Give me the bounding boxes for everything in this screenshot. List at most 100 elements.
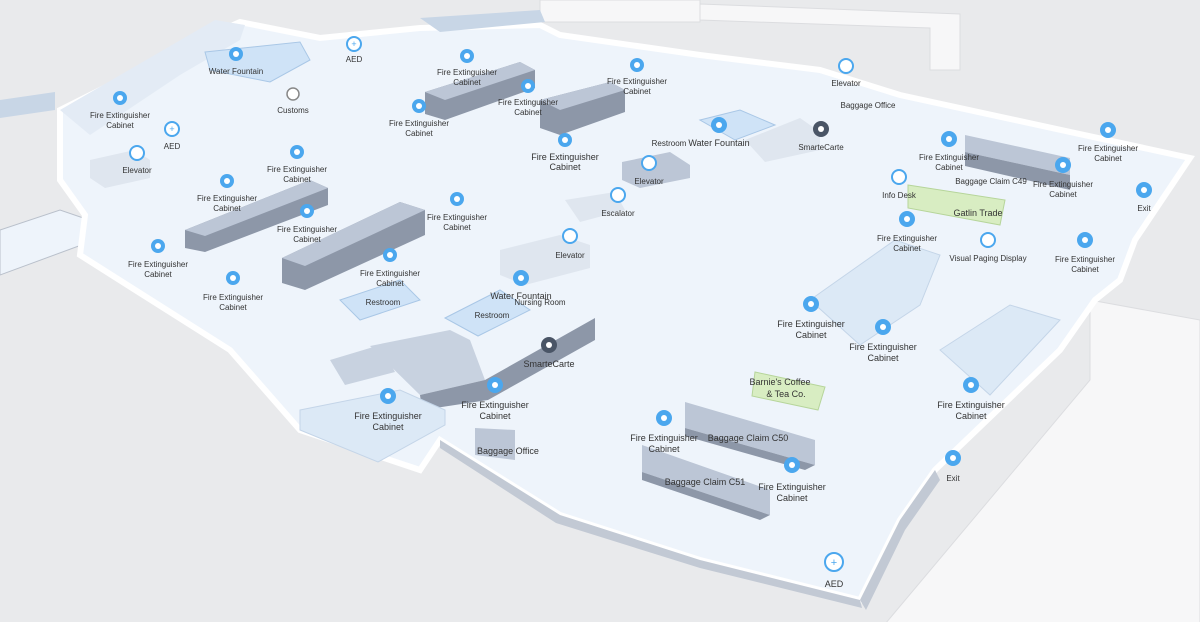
fec-label-15a: Fire Extinguisher bbox=[354, 411, 422, 421]
baggage-office-label: Baggage Office bbox=[477, 446, 539, 456]
fec-pin-23[interactable] bbox=[1100, 122, 1116, 138]
exit-pin-bottom[interactable] bbox=[945, 450, 961, 466]
elevator-pin-right[interactable] bbox=[838, 58, 854, 74]
restroom-label-2: Restroom bbox=[475, 311, 510, 320]
fec-pin-15[interactable] bbox=[380, 388, 396, 404]
smartecarte-pin[interactable] bbox=[541, 337, 557, 353]
fec-pin-12[interactable] bbox=[226, 271, 240, 285]
aed-pin-bottom[interactable]: + bbox=[824, 552, 844, 572]
smartecarte-label: SmarteCarte bbox=[523, 359, 574, 369]
fec-label-15b: Cabinet bbox=[372, 422, 404, 432]
water-fountain-mid-label: Water Fountain bbox=[688, 138, 749, 148]
barnies-label-1: Barnie's Coffee bbox=[749, 377, 810, 387]
fec-label-18a: Fire Extinguisher bbox=[777, 319, 845, 329]
customs-pin[interactable] bbox=[286, 87, 300, 101]
blocks bbox=[90, 62, 1070, 520]
fec-label-8a: Fire Extinguisher bbox=[197, 194, 257, 203]
aed-bottom-label: AED bbox=[825, 579, 844, 589]
fec-label-13a: Fire Extinguisher bbox=[360, 269, 420, 278]
fec-label-24a: Fire Extinguisher bbox=[1055, 255, 1115, 264]
fec-label-4b: Cabinet bbox=[405, 129, 433, 138]
aed-pin-left[interactable]: + bbox=[164, 121, 180, 137]
info-desk-label: Info Desk bbox=[882, 191, 917, 200]
customs-label: Customs bbox=[277, 106, 309, 115]
elevator-pin-center[interactable] bbox=[562, 228, 578, 244]
fec-pin-13[interactable] bbox=[383, 248, 397, 262]
floor-edge bbox=[860, 470, 940, 610]
fec-label-19b: Cabinet bbox=[867, 353, 899, 363]
nursing-room-label: Nursing Room bbox=[514, 298, 565, 307]
floor-edge-bottom bbox=[440, 440, 862, 608]
elevator-left-label: Elevator bbox=[122, 166, 152, 175]
upper-bay bbox=[60, 20, 245, 135]
fec-pin-22[interactable] bbox=[1055, 157, 1071, 173]
fec-label-6b: Cabinet bbox=[549, 162, 581, 172]
fec-label-22b: Cabinet bbox=[1049, 190, 1077, 199]
barnies-label-2: & Tea Co. bbox=[766, 389, 805, 399]
aed-label: AED bbox=[346, 55, 363, 64]
fec-label-16b: Cabinet bbox=[648, 444, 680, 454]
fec-pin-8[interactable] bbox=[220, 174, 234, 188]
fec-label-1a: Fire Extinguisher bbox=[90, 111, 150, 120]
aed-pin[interactable]: + bbox=[346, 36, 362, 52]
visual-paging-pin[interactable] bbox=[980, 232, 996, 248]
fec-pin-16[interactable] bbox=[656, 410, 672, 426]
fec-label-2b: Cabinet bbox=[453, 78, 481, 87]
fec-pin-25[interactable] bbox=[963, 377, 979, 393]
fec-label-14a: Fire Extinguisher bbox=[461, 400, 529, 410]
fec-pin-1[interactable] bbox=[113, 91, 127, 105]
fec-pin-21[interactable] bbox=[941, 131, 957, 147]
fec-pin-2[interactable] bbox=[460, 49, 474, 63]
info-desk-pin[interactable] bbox=[891, 169, 907, 185]
pins[interactable]: + + + bbox=[113, 36, 1152, 572]
elevator-pin-left[interactable] bbox=[129, 145, 145, 161]
gatlin-trade-label: Gatlin Trade bbox=[953, 208, 1002, 218]
exit-pin-right[interactable] bbox=[1136, 182, 1152, 198]
fec-label-3b: Cabinet bbox=[514, 108, 542, 117]
fec-pin-17[interactable] bbox=[784, 457, 800, 473]
elevator-right-label: Elevator bbox=[831, 79, 861, 88]
fec-label-16a: Fire Extinguisher bbox=[630, 433, 698, 443]
escalator-pin[interactable] bbox=[610, 187, 626, 203]
water-fountain-pin-2[interactable] bbox=[711, 117, 727, 133]
svg-text:+: + bbox=[831, 557, 837, 569]
fec-label-22a: Fire Extinguisher bbox=[1033, 180, 1093, 189]
fec-pin-14[interactable] bbox=[487, 377, 503, 393]
fec-label-9b: Cabinet bbox=[293, 235, 321, 244]
fec-pin-4[interactable] bbox=[412, 99, 426, 113]
fec-label-6a: Fire Extinguisher bbox=[531, 152, 599, 162]
fec-pin-9[interactable] bbox=[300, 204, 314, 218]
baggage-claim-c51-label: Baggage Claim C51 bbox=[665, 477, 746, 487]
smartecarte-pin-top[interactable] bbox=[813, 121, 829, 137]
water-fountain-center-label: Water Fountain bbox=[490, 291, 551, 301]
water-fountain-pin[interactable] bbox=[229, 47, 243, 61]
exit-right-label: Exit bbox=[1137, 204, 1151, 213]
water-fountain-pin-3[interactable] bbox=[513, 270, 529, 286]
baggage-claim-c50-label: Baggage Claim C50 bbox=[708, 433, 789, 443]
escalator-label: Escalator bbox=[601, 209, 635, 218]
fec-pin-3[interactable] bbox=[521, 79, 535, 93]
fec-pin-5[interactable] bbox=[630, 58, 644, 72]
elevator-pin-mid[interactable] bbox=[641, 155, 657, 171]
fec-pin-11[interactable] bbox=[151, 239, 165, 253]
fec-pin-19[interactable] bbox=[875, 319, 891, 335]
fec-label-5b: Cabinet bbox=[623, 87, 651, 96]
fec-label-10a: Fire Extinguisher bbox=[427, 213, 487, 222]
fec-pin-7[interactable] bbox=[290, 145, 304, 159]
fec-label-7b: Cabinet bbox=[283, 175, 311, 184]
fec-pin-20[interactable] bbox=[899, 211, 915, 227]
fec-pin-18[interactable] bbox=[803, 296, 819, 312]
baggage-claim-c49-label: Baggage Claim C49 bbox=[955, 177, 1027, 186]
fec-label-14b: Cabinet bbox=[479, 411, 511, 421]
fec-pin-10[interactable] bbox=[450, 192, 464, 206]
svg-text:+: + bbox=[351, 39, 356, 49]
fec-label-25a: Fire Extinguisher bbox=[937, 400, 1005, 410]
visual-paging-label: Visual Paging Display bbox=[949, 254, 1026, 263]
svg-text:+: + bbox=[169, 124, 174, 134]
water-fountain-label: Water Fountain bbox=[209, 67, 263, 76]
fec-label-20b: Cabinet bbox=[893, 244, 921, 253]
fec-pin-24[interactable] bbox=[1077, 232, 1093, 248]
fec-label-11a: Fire Extinguisher bbox=[128, 260, 188, 269]
fec-pin-6[interactable] bbox=[558, 133, 572, 147]
